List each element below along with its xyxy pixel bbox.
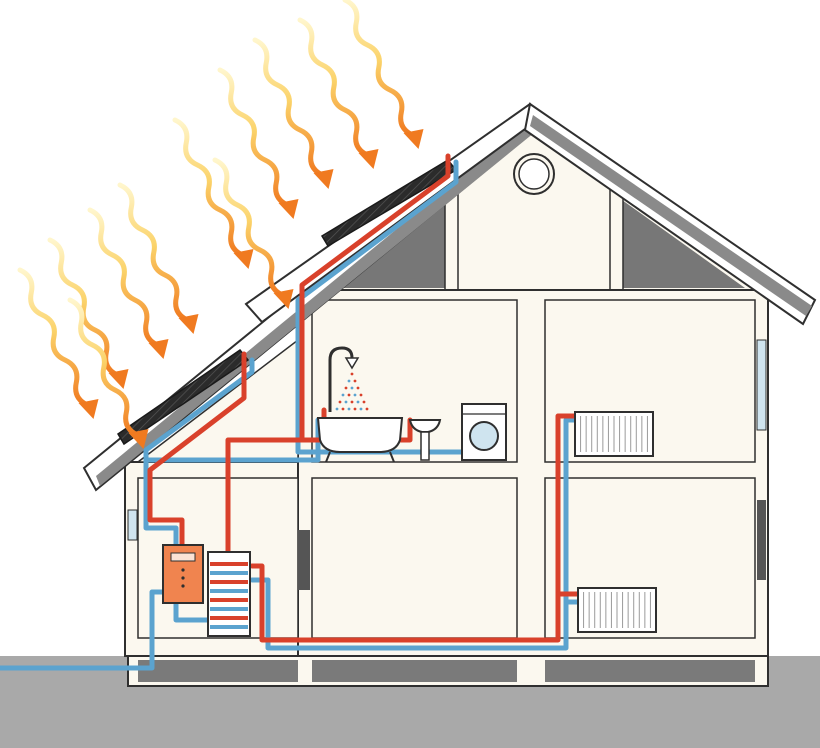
attic-shade-right (622, 200, 745, 288)
radiator-icon (574, 411, 654, 457)
pipes-cold (0, 159, 581, 671)
storage-tank-icon (207, 551, 251, 637)
sun-rays (17, 0, 424, 449)
shower-head-icon (328, 346, 369, 412)
round-window-icon (513, 153, 555, 195)
control-unit-icon (162, 544, 204, 604)
solar-collector-panel-icon (116, 348, 250, 446)
attic-post-left (444, 189, 459, 291)
foundation (127, 655, 769, 687)
attic-post-right (609, 189, 624, 291)
washing-machine-icon (461, 403, 507, 461)
pedestal-sink-icon (408, 419, 442, 461)
clawfoot-bathtub-icon (316, 417, 404, 463)
radiator-icon (577, 587, 657, 633)
roof-right (523, 102, 817, 326)
